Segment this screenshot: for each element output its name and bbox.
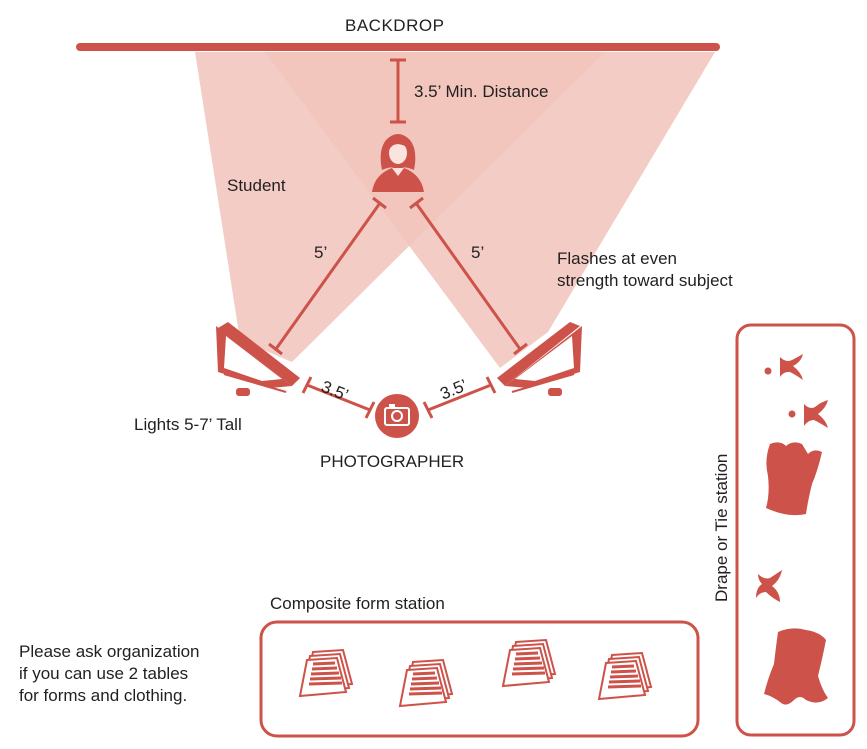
note-line-3: for forms and clothing. [19,686,188,705]
right-photographer-distance-line [422,376,497,419]
backdrop-label: BACKDROP [345,16,445,35]
form-stack-icon [501,638,557,688]
left-light-distance-line [268,196,387,356]
bow-tie-icon [788,400,828,428]
softbox-light-icon [216,322,300,396]
note-line-2: if you can use 2 tables [19,664,189,683]
left-light-distance-label: 5’ [314,243,328,262]
flashes-label-line-2: strength toward subject [557,271,733,290]
right-light-distance-label: 5’ [471,243,485,262]
drape-icon [764,628,828,705]
note-line-1: Please ask organization [19,642,200,661]
light-beams [195,52,715,368]
photographer-label: PHOTOGRAPHER [320,452,465,471]
softbox-light-icon [497,322,582,396]
form-stack-icon [298,648,354,698]
form-stack-icon [398,658,454,708]
drape-station-box [735,323,856,737]
student-label: Student [227,176,286,195]
lights-height-label: Lights 5-7’ Tall [134,415,242,434]
flashes-label-line-1: Flashes at even [557,249,678,268]
right-light-distance-line [409,196,528,356]
drape-icon [766,442,822,516]
camera-icon [375,394,419,438]
left-photographer-distance-line [301,376,376,419]
bow-tie-icon [764,354,803,380]
min-distance-marker [390,58,406,124]
form-stack-icon [597,651,653,701]
composite-station-label: Composite form station [270,594,445,613]
student-icon [372,134,424,192]
drape-station-label: Drape or Tie station [712,453,731,602]
bow-tie-icon [756,570,782,602]
composite-station-box [259,620,700,738]
min-distance-label: 3.5’ Min. Distance [414,82,549,101]
right-light-beam [265,52,715,368]
